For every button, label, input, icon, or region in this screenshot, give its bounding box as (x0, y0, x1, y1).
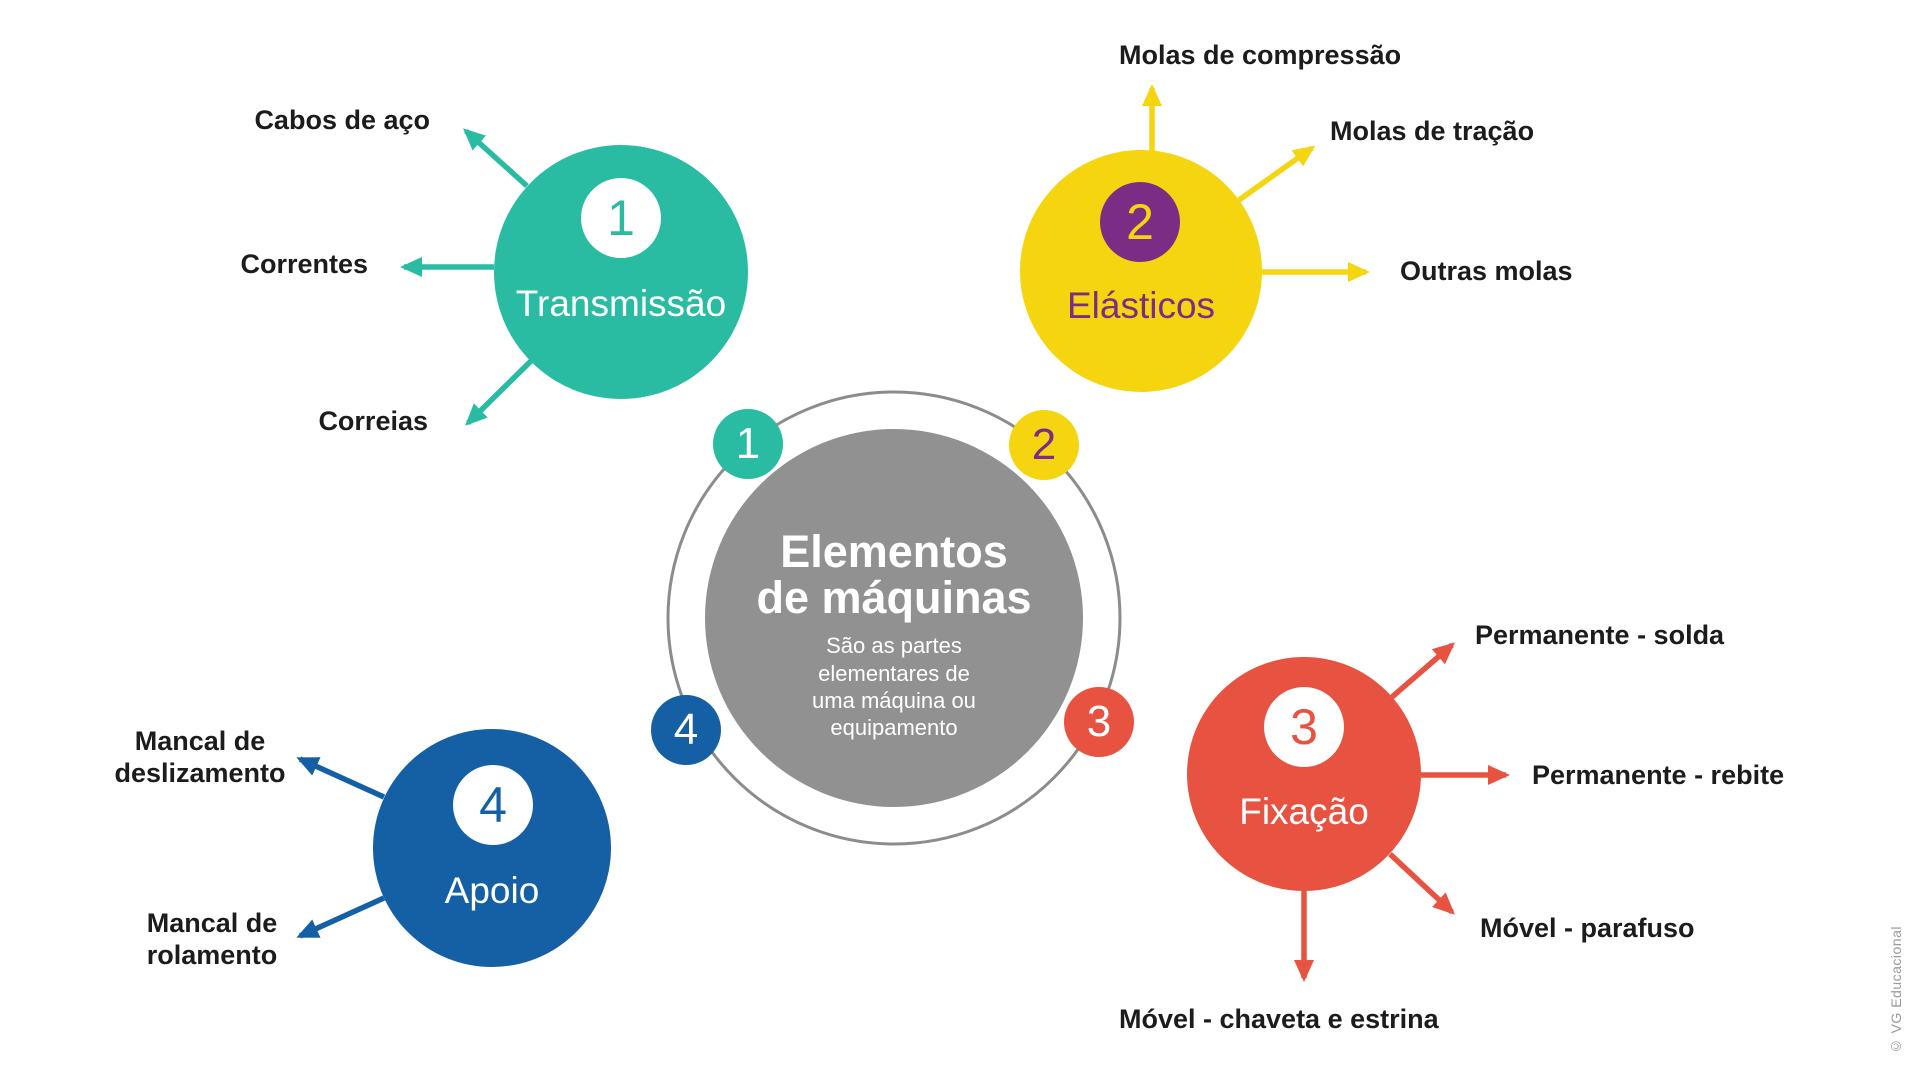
label-movel-parafuso: Móvel - parafuso (1480, 913, 1695, 943)
category-name-fixacao: Fixação (1239, 791, 1369, 832)
label-correias: Correias (318, 406, 428, 436)
category-circle-transmissao: 1 Transmissão (494, 145, 748, 399)
category-circle-elasticos: 2 Elásticos (1020, 150, 1262, 392)
arrow-permanente-solda (1390, 642, 1456, 700)
label-molas-de-compressao: Molas de compressão (1119, 40, 1402, 70)
category-number-elasticos: 2 (1100, 182, 1180, 262)
central-topic-content: Elementos de máquinas São as partes elem… (756, 525, 1032, 742)
ring-badge-4: 4 (651, 695, 721, 765)
ring-badge-3: 3 (1064, 687, 1134, 757)
label-mancal-de-rolamento: Mancal de rolamento (146, 908, 278, 970)
category-number-transmissao: 1 (581, 178, 661, 258)
label-permanente-rebite: Permanente - rebite (1532, 760, 1785, 790)
ring-badge-1: 1 (713, 409, 783, 479)
arrow-molas-tracao (1237, 145, 1316, 203)
arrow-mancal-rolamento (296, 895, 386, 939)
category-name-apoio: Apoio (444, 870, 540, 911)
label-outras-molas: Outras molas (1400, 256, 1573, 286)
arrow-movel-parafuso (1388, 851, 1455, 915)
label-movel-chaveta-e-estrina: Móvel - chaveta e estrina (1119, 1004, 1439, 1034)
label-molas-de-tracao: Molas de tração (1330, 116, 1535, 146)
category-circle-fixacao: 3 Fixação (1187, 657, 1421, 891)
orbit-ring (666, 390, 1122, 846)
category-circle-apoio: 4 Apoio (373, 729, 611, 967)
arrow-cabos-de-aco (463, 128, 529, 189)
watermark-credit: © VG Educacional (1888, 925, 1904, 1054)
arrow-mancal-deslizamento (296, 756, 386, 800)
category-name-elasticos: Elásticos (1066, 285, 1216, 326)
category-name-transmissao: Transmissão (515, 283, 727, 324)
arrow-correias (465, 359, 533, 426)
central-title-line2: de máquinas (756, 572, 1032, 624)
label-mancal-de-deslizamento: Mancal de deslizamento (114, 726, 286, 788)
label-correntes: Correntes (240, 249, 368, 279)
central-topic-circle: Elementos de máquinas São as partes elem… (705, 429, 1083, 807)
ring-badge-2: 2 (1009, 410, 1079, 480)
category-number-apoio: 4 (453, 765, 533, 845)
central-title: Elementos de máquinas (756, 525, 1032, 624)
central-subtitle: São as partes elementares de uma máquina… (812, 633, 976, 741)
central-title-line1: Elementos (780, 525, 1008, 577)
label-permanente-solda: Permanente - solda (1475, 620, 1725, 650)
category-number-fixacao: 3 (1264, 687, 1344, 767)
label-cabos-de-aco: Cabos de aço (254, 105, 430, 135)
